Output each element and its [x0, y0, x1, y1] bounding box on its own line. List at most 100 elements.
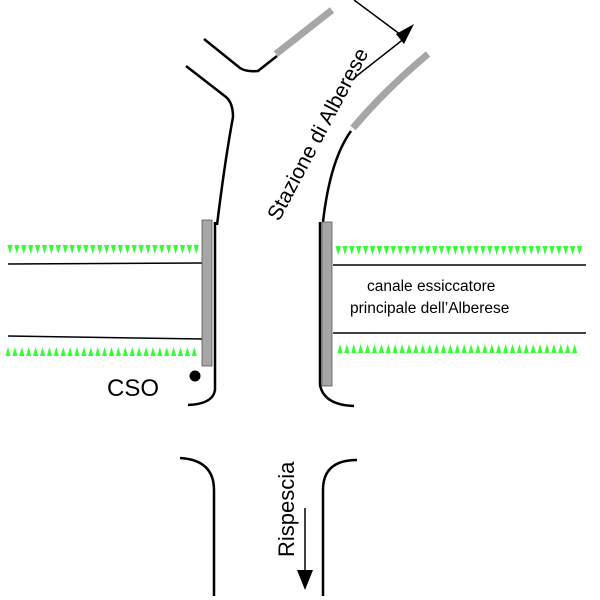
vegetation-mark [556, 246, 562, 255]
vegetation-mark [12, 347, 18, 356]
vegetation-mark [420, 344, 426, 353]
arrow-up-right-icon [353, 0, 414, 79]
vegetation-mark [473, 246, 479, 255]
vegetation-mark [549, 246, 555, 255]
vegetation-mark [466, 246, 472, 255]
vegetation-mark [143, 347, 149, 356]
vegetation-mark [60, 347, 66, 356]
north-barriers [273, 7, 431, 131]
vegetation-mark [138, 245, 144, 254]
vegetation-mark [35, 245, 41, 254]
vegetation [5, 245, 583, 356]
vegetation-mark [572, 344, 578, 353]
vegetation-mark [117, 245, 123, 254]
vegetation-mark [482, 344, 488, 353]
vegetation-mark [88, 347, 94, 356]
vegetation-mark [523, 344, 529, 353]
vegetation-mark [5, 347, 11, 356]
vegetation-mark [544, 344, 550, 353]
vegetation-mark [26, 347, 32, 356]
vegetation-mark [150, 347, 156, 356]
vegetation-mark [53, 347, 59, 356]
vegetation-mark [145, 245, 151, 254]
south-right-edge [321, 458, 358, 596]
vegetation-mark [108, 347, 115, 356]
vegetation-mark [173, 245, 179, 254]
vegetation-mark [413, 344, 419, 353]
bridge-barrier-left [201, 219, 213, 367]
vegetation-mark [28, 245, 34, 254]
vegetation-mark [186, 245, 192, 254]
side-road-edge [203, 38, 278, 73]
left-bridge-edge [187, 222, 217, 407]
vegetation-mark [21, 245, 27, 254]
vegetation-mark [39, 347, 46, 356]
vegetation-mark [535, 246, 541, 255]
vegetation-mark [487, 246, 493, 255]
vegetation-mark [110, 245, 117, 254]
vegetation-mark [418, 246, 424, 255]
canal-label-line1: canale essiccatore [367, 278, 495, 295]
vegetation-mark [349, 246, 355, 255]
vegetation-mark [152, 245, 158, 254]
vegetation-mark [344, 344, 350, 353]
vegetation-mark [363, 246, 369, 255]
vegetation-mark [97, 245, 103, 254]
bridge-road-edges [187, 222, 355, 408]
vegetation-mark [434, 344, 440, 353]
vegetation-mark [411, 246, 417, 255]
vegetation-mark [459, 246, 465, 255]
vegetation-mark [131, 245, 137, 254]
vegetation-mark [337, 344, 343, 353]
right-bridge-edge [318, 222, 355, 408]
vegetation-mark [378, 344, 384, 353]
vegetation-mark [19, 347, 25, 356]
vegetation-mark [376, 246, 382, 255]
canal-upper-bank-left [7, 262, 204, 265]
vegetation-mark [501, 246, 507, 255]
vegetation-mark [104, 245, 110, 254]
vegetation-mark [90, 245, 96, 254]
vegetation-mark [570, 246, 576, 255]
vegetation-mark [164, 347, 170, 356]
cso-label: CSO [107, 375, 159, 402]
arrow-down-icon [297, 508, 313, 590]
right-curve-edge [321, 130, 353, 223]
vegetation-mark [563, 246, 569, 255]
vegetation-mark [177, 347, 184, 356]
vegetation-mark [404, 246, 410, 255]
vegetation-mark [558, 344, 564, 353]
vegetation-mark [475, 344, 481, 353]
vegetation-mark [33, 347, 39, 356]
vegetation-mark [46, 347, 52, 356]
vegetation-mark [62, 245, 68, 254]
vegetation-mark [390, 246, 396, 255]
vegetation-mark [551, 344, 557, 353]
vegetation-mark [67, 347, 73, 356]
vegetation-mark [124, 245, 130, 254]
vegetation-mark [425, 246, 431, 255]
vegetation-mark [371, 344, 378, 353]
bridge-barrier-right [321, 221, 333, 387]
vegetation-mark [193, 245, 199, 254]
south-road-label: Rispescia [274, 461, 299, 557]
vegetation-mark [542, 246, 548, 255]
vegetation-mark [76, 245, 82, 254]
vegetation-mark [7, 245, 13, 254]
canal-lower-bank-left [7, 335, 204, 340]
vegetation-mark [432, 246, 438, 255]
vegetation-mark [507, 246, 514, 255]
vegetation-mark [447, 344, 453, 353]
canal-banks-left [7, 262, 204, 340]
vegetation-mark [496, 344, 502, 353]
vegetation-mark [392, 344, 398, 353]
vegetation-mark [438, 246, 445, 255]
vegetation-mark [427, 344, 433, 353]
vegetation-mark [365, 344, 371, 353]
vegetation-mark [48, 245, 54, 254]
vegetation-mark [129, 347, 135, 356]
vegetation-mark [468, 344, 474, 353]
canal-banks-right [333, 264, 586, 334]
vegetation-mark [122, 347, 128, 356]
